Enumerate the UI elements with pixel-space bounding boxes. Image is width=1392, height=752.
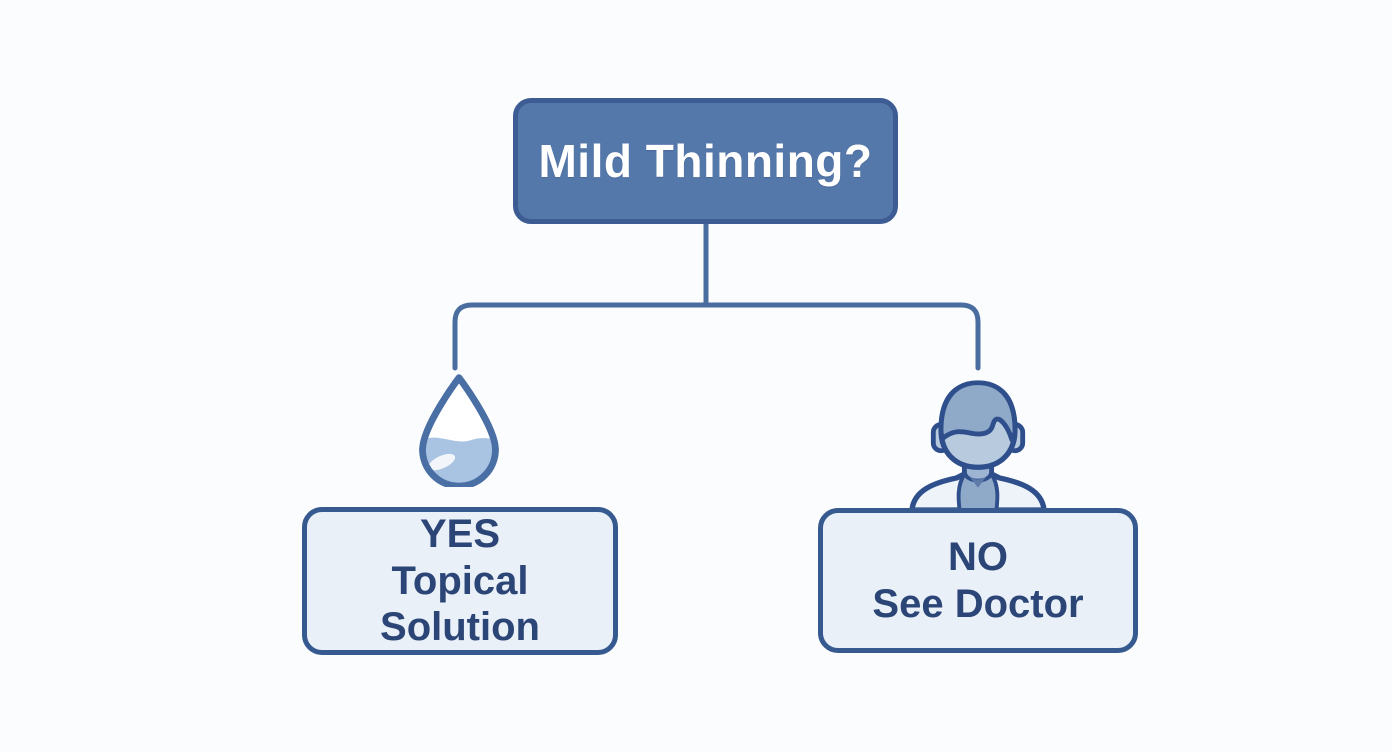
droplet-liquid [422, 437, 496, 487]
branch-node-yes: YES Topical Solution [302, 507, 618, 655]
branch-node-no: NO See Doctor [818, 508, 1138, 653]
answer-label: YES [419, 512, 501, 557]
decision-node: Mild Thinning? [513, 98, 898, 224]
droplet-outline-top [419, 374, 499, 487]
droplet-icon [414, 372, 504, 487]
hair [938, 380, 1018, 443]
shirt-vneck [968, 475, 988, 488]
action-label: Topical Solution [380, 558, 540, 650]
connector-branch [452, 302, 981, 371]
doctor-icon [898, 374, 1058, 510]
answer-label: NO [948, 535, 1008, 580]
action-label: See Doctor [872, 581, 1084, 626]
decision-label: Mild Thinning? [538, 135, 873, 187]
droplet-highlight [428, 453, 456, 471]
